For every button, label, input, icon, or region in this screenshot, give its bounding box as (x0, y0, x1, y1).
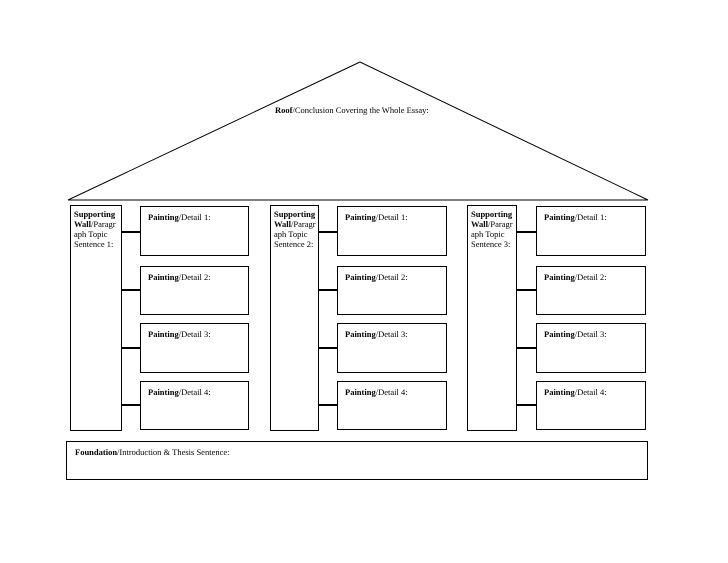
connector-line (516, 231, 536, 233)
painting-label-rest: /Detail 2: (375, 272, 408, 282)
painting-detail-box[interactable]: Painting/Detail 2: (337, 266, 447, 315)
painting-label-rest: /Detail 1: (178, 212, 211, 222)
connector-line (516, 404, 536, 406)
painting-detail-box[interactable]: Painting/Detail 2: (536, 266, 646, 315)
painting-label-bold: Painting (544, 272, 575, 282)
painting-label-bold: Painting (544, 212, 575, 222)
roof-label-rest: /Conclusion Covering the Whole Essay: (292, 105, 429, 115)
painting-label-rest: /Detail 4: (574, 387, 607, 397)
connector-line (121, 231, 140, 233)
connector-line (318, 404, 337, 406)
roof-left-edge (67, 61, 361, 201)
painting-label-rest: /Detail 1: (375, 212, 408, 222)
painting-detail-box[interactable]: Painting/Detail 1: (337, 206, 447, 256)
painting-detail-box[interactable]: Painting/Detail 2: (140, 266, 249, 315)
supporting-wall-1-box[interactable]: Supporting Wall/Paragraph Topic Sentence… (70, 205, 122, 431)
painting-label-rest: /Detail 3: (178, 329, 211, 339)
painting-label-rest: /Detail 3: (375, 329, 408, 339)
painting-label-bold: Painting (148, 387, 179, 397)
painting-label-bold: Painting (345, 272, 376, 282)
supporting-wall-3-label-bold: Supporting Wall (471, 209, 513, 229)
painting-detail-box[interactable]: Painting/Detail 4: (337, 381, 447, 430)
painting-detail-box[interactable]: Painting/Detail 3: (140, 323, 249, 373)
supporting-wall-2-box[interactable]: Supporting Wall/Paragraph Topic Sentence… (270, 205, 319, 431)
painting-label-bold: Painting (544, 387, 575, 397)
supporting-wall-1-label-rest: /Paragraph Topic Sentence 1: (74, 219, 116, 249)
painting-label-rest: /Detail 3: (574, 329, 607, 339)
connector-line (516, 347, 536, 349)
connector-line (318, 347, 337, 349)
painting-detail-box[interactable]: Painting/Detail 1: (140, 206, 249, 256)
foundation-label-rest: /Introduction & Thesis Sentence: (117, 447, 230, 457)
painting-label-bold: Painting (148, 272, 179, 282)
painting-label-bold: Painting (345, 387, 376, 397)
connector-line (121, 404, 140, 406)
painting-detail-box[interactable]: Painting/Detail 3: (337, 323, 447, 373)
painting-detail-box[interactable]: Painting/Detail 1: (536, 206, 646, 256)
painting-detail-box[interactable]: Painting/Detail 3: (536, 323, 646, 373)
painting-detail-box[interactable]: Painting/Detail 4: (140, 381, 249, 430)
connector-line (318, 231, 337, 233)
painting-label-bold: Painting (544, 329, 575, 339)
foundation-box[interactable]: Foundation/Introduction & Thesis Sentenc… (66, 441, 648, 480)
painting-label-rest: /Detail 2: (574, 272, 607, 282)
painting-label-rest: /Detail 2: (178, 272, 211, 282)
supporting-wall-3-label-rest: /Paragraph Topic Sentence 3: (471, 219, 513, 249)
foundation-label-bold: Foundation (75, 447, 118, 457)
supporting-wall-3-box[interactable]: Supporting Wall/Paragraph Topic Sentence… (467, 205, 517, 431)
supporting-wall-1-label-bold: Supporting Wall (74, 209, 116, 229)
painting-label-rest: /Detail 4: (375, 387, 408, 397)
painting-label-bold: Painting (148, 329, 179, 339)
connector-line (121, 347, 140, 349)
roof-label: Roof/Conclusion Covering the Whole Essay… (275, 105, 429, 115)
connector-line (318, 289, 337, 291)
painting-label-bold: Painting (345, 212, 376, 222)
painting-label-rest: /Detail 4: (178, 387, 211, 397)
connector-line (121, 289, 140, 291)
connector-line (516, 289, 536, 291)
supporting-wall-2-label-rest: /Paragraph Topic Sentence 2: (274, 219, 316, 249)
roof-right-edge (359, 61, 649, 201)
painting-detail-box[interactable]: Painting/Detail 4: (536, 381, 646, 430)
painting-label-bold: Painting (148, 212, 179, 222)
painting-label-rest: /Detail 1: (574, 212, 607, 222)
painting-label-bold: Painting (345, 329, 376, 339)
supporting-wall-2-label-bold: Supporting Wall (274, 209, 316, 229)
roof-label-bold: Roof (275, 105, 293, 115)
